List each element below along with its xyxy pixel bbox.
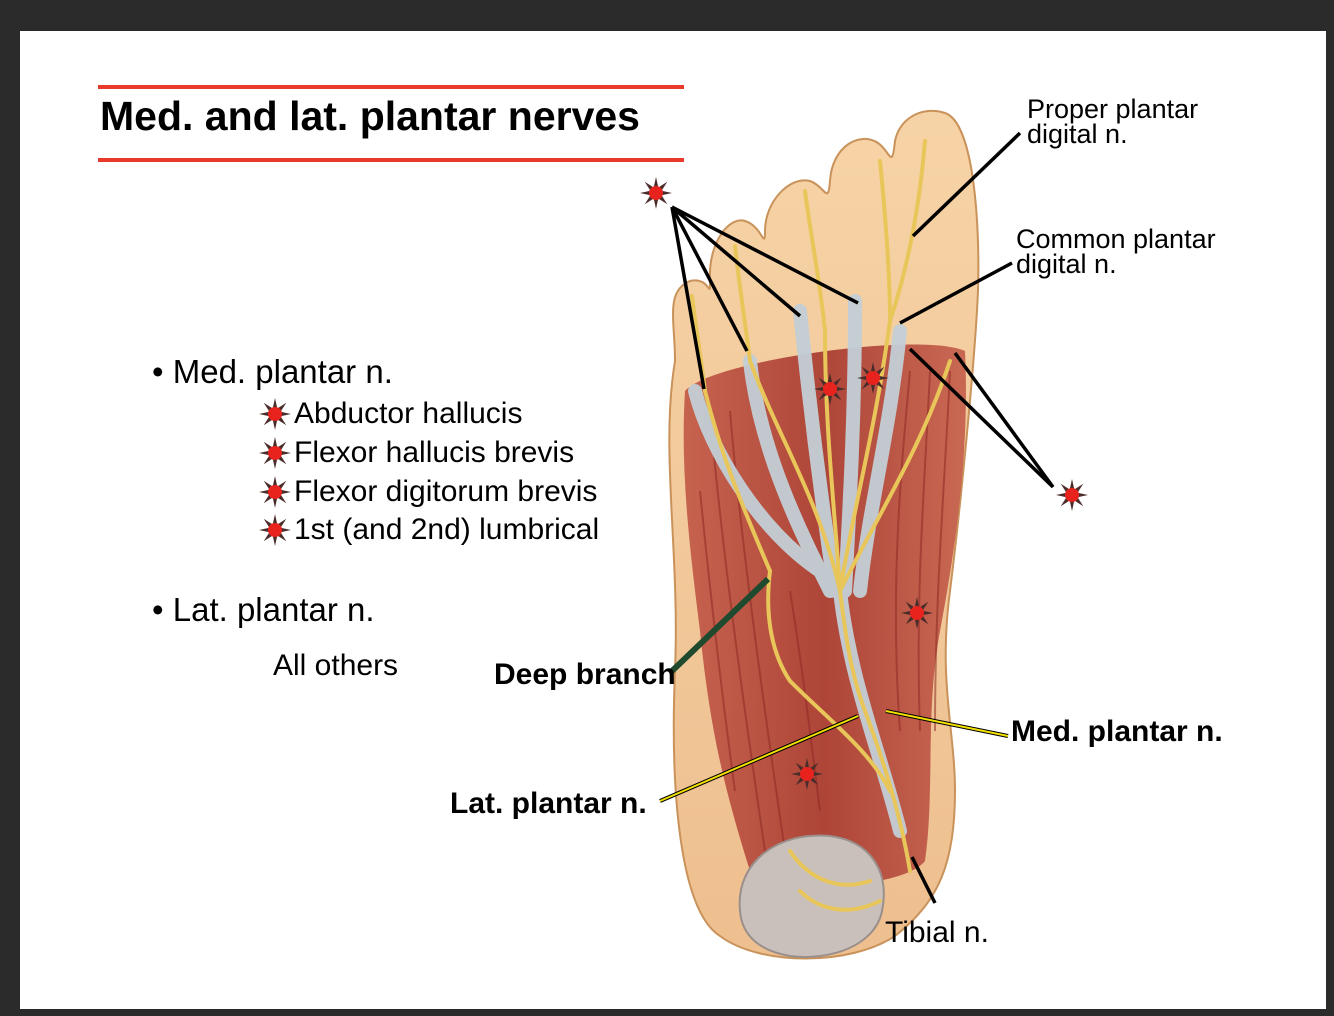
- slide: Med. and lat. plantar nerves • Med. plan…: [20, 31, 1326, 1009]
- title-top-rule: [98, 85, 684, 89]
- list-item-label: Flexor digitorum brevis: [294, 475, 598, 508]
- label-lat-plantar: Lat. plantar n.: [450, 787, 647, 820]
- slide-title: Med. and lat. plantar nerves: [100, 93, 640, 139]
- plantar-muscles: [683, 344, 966, 885]
- foot-illustration: [640, 109, 1088, 960]
- diagram-markers: [640, 177, 1088, 790]
- star-burst-marker-icon: [901, 597, 933, 629]
- star-burst-marker-icon: [259, 476, 291, 508]
- tibial-leader: [910, 856, 937, 904]
- label-deep-branch: Deep branch: [494, 658, 676, 691]
- nerve-leaders-yellow: [659, 710, 1009, 802]
- marker-leader-4: [671, 205, 859, 305]
- bullet-med-plantar: • Med. plantar n.: [152, 353, 393, 391]
- list-item-label: 1st (and 2nd) lumbrical: [294, 513, 600, 546]
- leader-lines: [670, 131, 1055, 904]
- list-item: 1st (and 2nd) lumbrical: [258, 513, 599, 547]
- nerve-branches: [690, 139, 952, 912]
- med-plantar-leader: [885, 710, 1009, 737]
- marker-leader-2: [670, 206, 749, 352]
- star-burst-marker-icon: [1056, 479, 1088, 511]
- heel-pad: [738, 834, 885, 958]
- list-item: Flexor digitorum brevis: [258, 475, 597, 509]
- star-burst-marker-icon: [640, 177, 672, 209]
- star-burst-marker-icon: [259, 437, 291, 469]
- star-burst-marker-icon: [814, 373, 846, 405]
- label-line: Proper plantar: [1027, 94, 1199, 124]
- bullet-lat-plantar: • Lat. plantar n.: [152, 591, 375, 629]
- label-line: Common plantar: [1016, 224, 1216, 254]
- list-item-label: Abductor hallucis: [294, 397, 523, 430]
- label-line: digital n.: [1027, 119, 1128, 149]
- star-burst-marker-icon: [259, 514, 291, 546]
- marker-leader-3: [670, 205, 802, 318]
- lateral-marker-leader-2: [953, 351, 1055, 489]
- proper-digital-leader: [911, 131, 1022, 238]
- star-burst-marker-icon: [791, 758, 823, 790]
- star-burst-marker-icon: [857, 362, 889, 394]
- muscle-striations: [699, 370, 951, 852]
- label-med-plantar: Med. plantar n.: [1011, 715, 1223, 748]
- bullet-dot: •: [152, 591, 173, 628]
- bullet-dot: •: [152, 353, 173, 390]
- label-common-plantar-digital: Common plantar digital n.: [1016, 224, 1216, 279]
- label-line: digital n.: [1016, 249, 1117, 279]
- list-item-label: Flexor hallucis brevis: [294, 436, 575, 469]
- lateral-marker-leader-1: [908, 347, 1055, 489]
- deep-branch-leader: [669, 576, 771, 674]
- marker-leader-1: [670, 206, 706, 390]
- title-bottom-rule: [98, 158, 684, 162]
- common-digital-leader: [899, 261, 1013, 325]
- lat-plantar-note: All others: [273, 649, 399, 682]
- star-burst-marker-icon: [259, 398, 291, 430]
- label-proper-plantar-digital: Proper plantar digital n.: [1027, 94, 1199, 149]
- label-tibial: Tibial n.: [885, 916, 989, 949]
- bullet-lat-plantar-label: Lat. plantar n.: [172, 591, 375, 628]
- bullet-med-plantar-label: Med. plantar n.: [172, 353, 393, 390]
- lat-plantar-leader: [659, 715, 859, 802]
- list-item: Abductor hallucis: [258, 397, 522, 431]
- list-item: Flexor hallucis brevis: [258, 436, 574, 470]
